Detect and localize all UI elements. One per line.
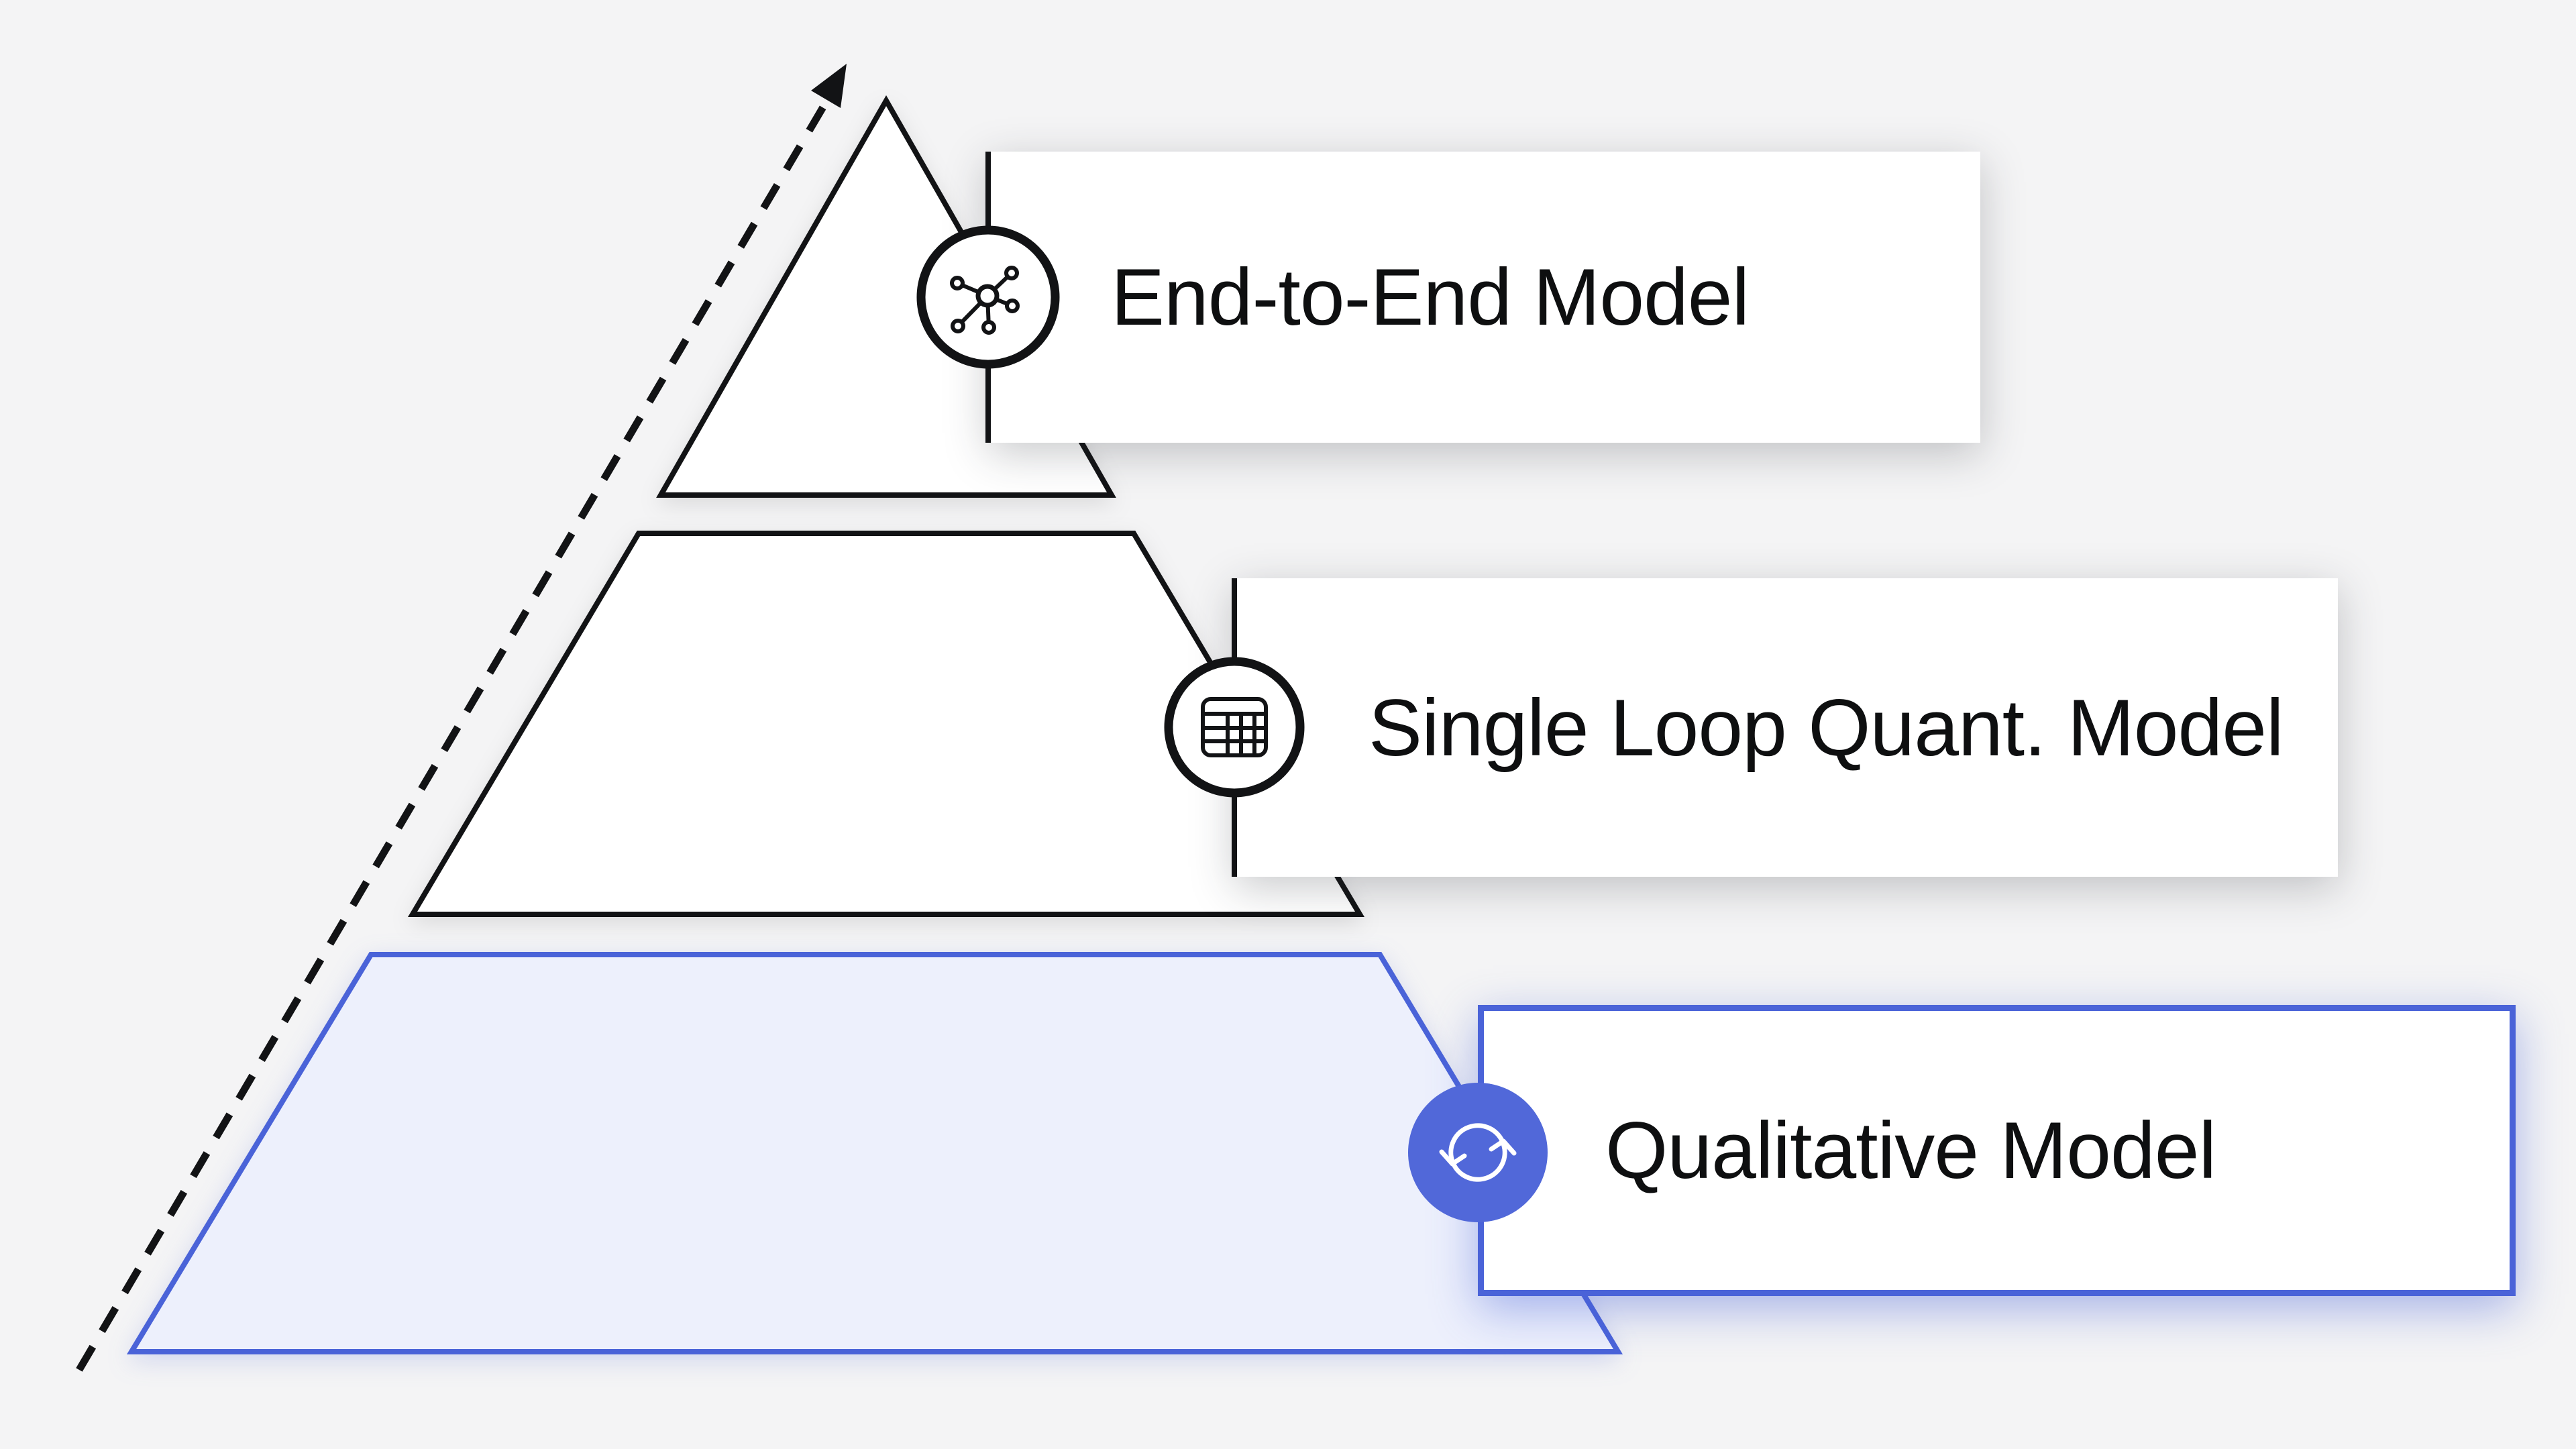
tier-bottom-label: Qualitative Model <box>1605 1106 2216 1195</box>
tier-bottom-shape <box>126 952 1623 1354</box>
card-single-loop-quant-model: Single Loop Quant. Model <box>1234 578 2338 877</box>
sync-icon <box>1408 1083 1548 1222</box>
card-qualitative-model: Qualitative Model <box>1478 1005 2516 1296</box>
growth-arrow-line <box>76 96 832 1372</box>
growth-arrow <box>76 64 847 1372</box>
network-icon <box>916 225 1060 369</box>
sync-icon-badge <box>1408 1083 1548 1222</box>
growth-arrow-head-icon <box>811 64 847 108</box>
table-icon <box>1164 657 1305 798</box>
tier-top-label: End-to-End Model <box>1111 252 1750 342</box>
card-end-to-end-model: End-to-End Model <box>988 152 1980 443</box>
sync-arc-bottom <box>1450 1138 1517 1182</box>
tier-middle-shape <box>407 531 1365 917</box>
tier-middle-label: Single Loop Quant. Model <box>1368 682 2284 773</box>
